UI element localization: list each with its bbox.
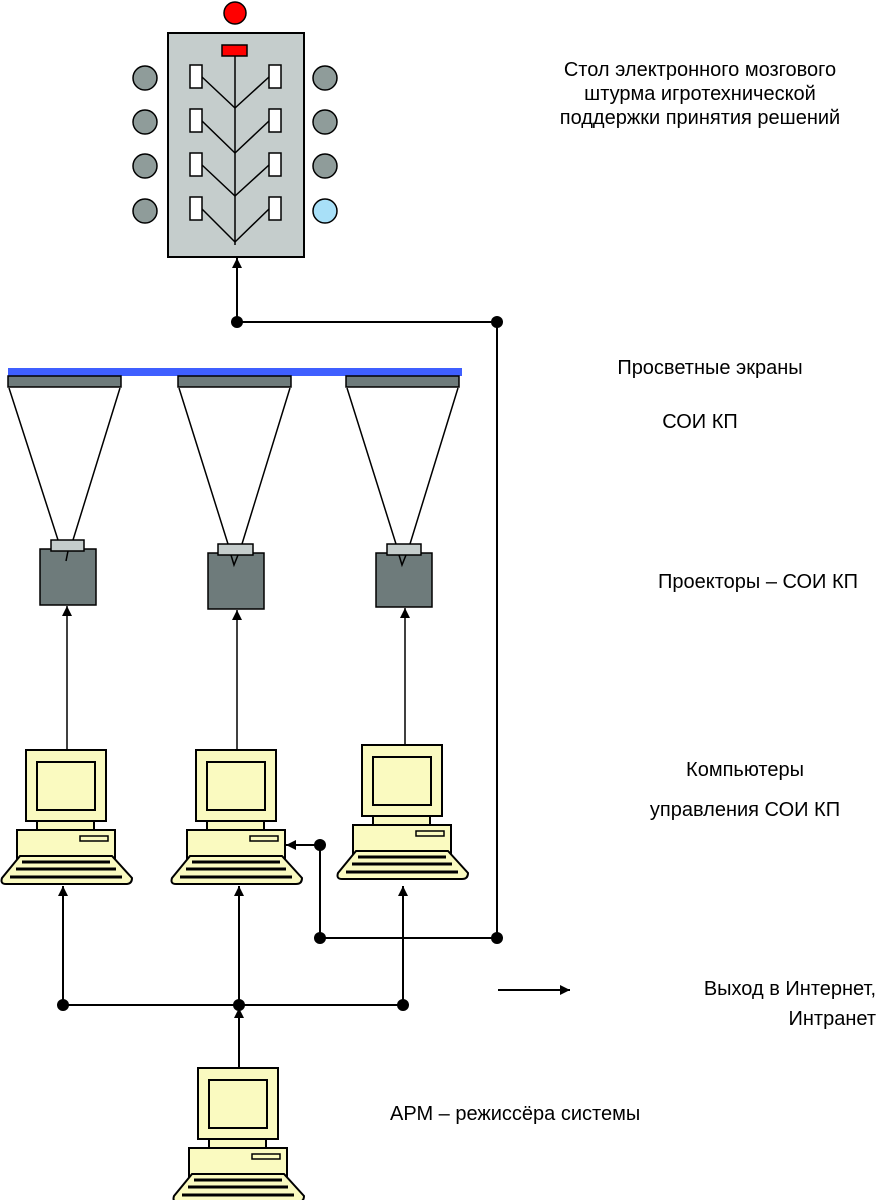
computers-label-line: Компьютеры bbox=[686, 759, 804, 781]
leader-seat-icon bbox=[223, 1, 247, 25]
screens-label: Просветные экраны bbox=[617, 357, 803, 379]
screen-bar bbox=[8, 368, 462, 376]
internet-label-line: Интранет bbox=[788, 1008, 876, 1030]
projectors-label: Проекторы – СОИ КП bbox=[657, 571, 859, 593]
table-label-line: Стол электронного мозгового bbox=[563, 59, 837, 81]
internet-label-line: Выход в Интернет, bbox=[703, 978, 876, 1000]
connections bbox=[58, 258, 570, 1068]
leader-terminal-icon bbox=[221, 44, 248, 57]
brainstorm-table bbox=[132, 1, 338, 258]
control-computer-1 bbox=[0, 748, 134, 886]
control-computer-2 bbox=[170, 748, 304, 886]
projector-3 bbox=[375, 543, 433, 608]
chairs bbox=[132, 65, 338, 224]
projector-2 bbox=[207, 543, 265, 610]
director-workstation bbox=[172, 1066, 306, 1200]
participant-terminals bbox=[189, 64, 282, 221]
arm-label: АРМ – режиссёра системы bbox=[390, 1103, 641, 1125]
internet-label: Выход в Интернет, Интранет bbox=[640, 974, 876, 1034]
table-label-line: штурма игротехнической bbox=[584, 83, 816, 105]
projector-1 bbox=[39, 539, 97, 606]
table-label: Стол электронного мозгового штурма игрот… bbox=[520, 58, 876, 130]
control-computer-3 bbox=[336, 743, 470, 881]
junction-dots bbox=[57, 316, 503, 1011]
table-label-line: поддержки принятия решений bbox=[559, 107, 841, 129]
soi-label: СОИ КП bbox=[662, 411, 738, 433]
computers-label-line: управления СОИ КП bbox=[649, 799, 841, 821]
projection-screens bbox=[7, 375, 460, 545]
computers-label: Компьютеры управления СОИ КП bbox=[580, 750, 876, 830]
